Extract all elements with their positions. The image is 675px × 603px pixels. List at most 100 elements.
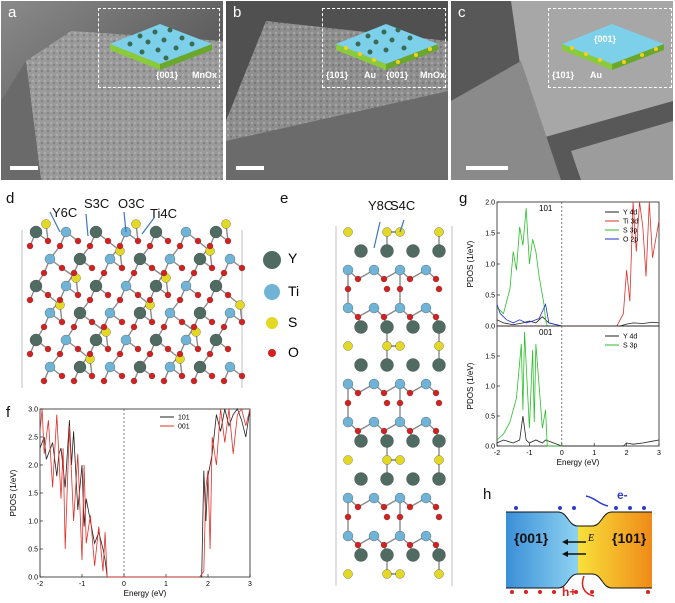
y-tick-label: 1.5 <box>485 354 495 361</box>
inset-label-a-facet: {001} <box>156 70 179 80</box>
atom-o <box>435 513 443 521</box>
atom-o <box>224 291 232 299</box>
legend-label: S 3p <box>623 228 638 235</box>
y-tick-label: 2.5 <box>28 435 38 442</box>
atom-o <box>116 242 124 250</box>
atom-o <box>70 323 78 331</box>
atom-o <box>56 296 64 304</box>
x-tick-label: 3 <box>657 450 661 457</box>
atom-s <box>434 455 444 465</box>
atom-o <box>58 372 66 380</box>
atom-y <box>406 472 420 486</box>
atom-o <box>383 285 391 293</box>
sem-texture-b <box>226 1 448 180</box>
x-axis-label: Energy (eV) <box>557 458 600 467</box>
atom-y <box>89 225 103 239</box>
atom-o <box>406 313 414 321</box>
atom-o <box>238 318 245 326</box>
atom-s <box>343 455 353 465</box>
atom-s <box>382 569 392 579</box>
atom-ti <box>104 307 116 319</box>
atom-o <box>116 296 124 304</box>
atom-o <box>432 503 440 511</box>
inset-box-b <box>322 8 446 88</box>
atom-ti <box>368 264 380 276</box>
atom-y <box>380 434 394 448</box>
atom-o <box>100 377 108 385</box>
atom-o <box>406 541 414 549</box>
atom-o <box>406 427 414 435</box>
inset-label-b-101: {101} <box>326 70 349 80</box>
series-line-101 <box>39 408 251 578</box>
band-001 <box>506 512 578 588</box>
atom-o <box>380 541 388 549</box>
atom-o <box>380 275 388 283</box>
atom-y <box>209 333 223 347</box>
atom-o <box>58 264 66 272</box>
atom-ti <box>44 253 56 265</box>
atom-o <box>104 237 112 245</box>
atom-o <box>44 345 52 353</box>
atom-ti <box>420 302 432 314</box>
atom-y <box>432 358 446 372</box>
atom-o <box>56 350 64 358</box>
atom-o <box>100 269 108 277</box>
legend-dot-ti <box>264 284 280 300</box>
legend-label-y: Y <box>288 250 298 266</box>
atom-y <box>149 333 163 347</box>
y-tick-label: 0.0 <box>485 444 495 451</box>
atom-o <box>88 318 96 326</box>
atom-o <box>130 323 138 331</box>
atom-ti <box>224 253 236 265</box>
atom-y <box>354 358 368 372</box>
x-axis-label: Energy (eV) <box>124 589 167 598</box>
y-tick-label: 2.0 <box>485 200 495 207</box>
atom-s <box>395 455 405 465</box>
atom-ti <box>180 226 192 238</box>
panel-label-h: h <box>483 486 492 503</box>
atom-ti <box>224 361 236 373</box>
atom-o <box>134 345 142 353</box>
atom-s <box>395 569 405 579</box>
atom-s <box>221 219 231 229</box>
legend-label: S 3p <box>623 343 638 350</box>
atom-o <box>354 541 362 549</box>
field-label: E <box>588 533 595 544</box>
panel-label-d: d <box>6 190 15 207</box>
atom-o <box>104 345 112 353</box>
atom-o <box>148 264 156 272</box>
atom-o <box>380 389 388 397</box>
inset-box-a <box>98 8 220 88</box>
atom-y <box>209 225 223 239</box>
scale-bar-c <box>466 166 508 170</box>
atom-y <box>73 360 87 374</box>
y-tick-label: 3.0 <box>28 407 38 414</box>
atom-o <box>354 275 362 283</box>
atom-o <box>26 350 34 358</box>
atom-o <box>354 503 362 511</box>
atom-ti <box>120 280 132 292</box>
atom-o <box>56 242 64 250</box>
atom-o <box>432 389 440 397</box>
atom-ti <box>60 280 72 292</box>
y-axis-label: PDOS (1/eV) <box>9 469 18 516</box>
atom-o <box>238 372 245 380</box>
x-tick-label: -1 <box>79 581 85 588</box>
atom-o <box>354 313 362 321</box>
inset-label-b-au: Au <box>364 70 376 80</box>
atom-o <box>178 264 186 272</box>
atom-o <box>146 242 154 250</box>
x-tick-label: 1 <box>164 581 168 588</box>
legend-label-ti: Ti <box>288 283 300 299</box>
atom-s <box>343 227 353 237</box>
atom-o <box>396 513 404 521</box>
atom-o <box>406 503 414 511</box>
atom-y <box>406 548 420 562</box>
atom-o <box>220 269 228 277</box>
atom-y <box>29 225 43 239</box>
atom-o <box>70 377 78 385</box>
legend-dot-y <box>263 251 281 269</box>
atom-o <box>194 291 202 299</box>
x-tick-label: 0 <box>560 450 564 457</box>
